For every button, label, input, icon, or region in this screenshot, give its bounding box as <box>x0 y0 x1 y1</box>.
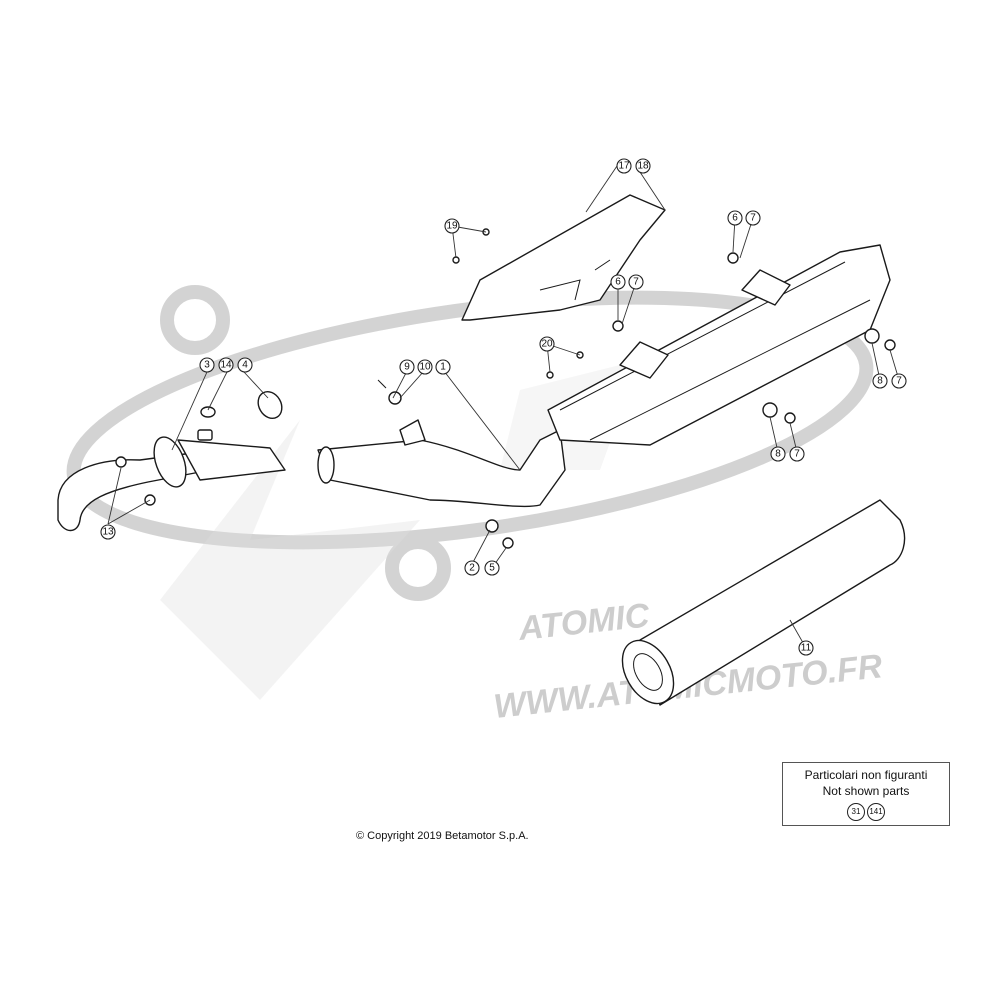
callout-7-right-number: 7 <box>896 376 902 387</box>
watermark-brand: ATOMIC <box>516 596 652 648</box>
callout-8-lower-number: 8 <box>775 449 781 460</box>
header-pipe <box>57 390 286 532</box>
callout-20-number: 20 <box>541 339 553 350</box>
callout-14: 14 <box>218 357 234 373</box>
callout-6-mid: 6 <box>610 274 626 290</box>
callout-1-number: 1 <box>440 362 446 373</box>
callout-17-number: 17 <box>618 161 630 172</box>
callout-8-lower: 8 <box>770 446 786 462</box>
callout-14-number: 14 <box>220 360 232 371</box>
callout-6-top-number: 6 <box>732 213 738 224</box>
callout-3: 3 <box>199 357 215 373</box>
callout-10: 10 <box>417 359 433 375</box>
callout-9-number: 9 <box>404 362 410 373</box>
callout-18-number: 18 <box>637 161 649 172</box>
callout-11-number: 11 <box>801 643 812 654</box>
callout-4: 4 <box>237 357 253 373</box>
callout-labels: 3 14 4 13 9 10 1 2 5 17 18 19 20 6 7 6 7… <box>100 158 907 656</box>
not-shown-parts-box: Particolari non figuranti Not shown part… <box>782 762 950 826</box>
callout-7-top: 7 <box>745 210 761 226</box>
callout-13: 13 <box>100 524 116 540</box>
not-shown-parts-english: Not shown parts <box>822 784 910 798</box>
callout-labels-number: 3 <box>204 360 210 371</box>
callout-11: 11 <box>798 640 814 656</box>
callout-8-right: 8 <box>872 373 888 389</box>
callout-7-top-number: 7 <box>750 213 756 224</box>
callout-19: 19 <box>444 218 460 234</box>
callout-8-right-number: 8 <box>877 376 883 387</box>
part-code-141: 141 <box>867 803 885 821</box>
callout-5-number: 5 <box>489 563 495 574</box>
callout-13-number: 13 <box>102 527 114 538</box>
not-shown-parts-italian: Particolari non figuranti <box>804 768 928 782</box>
callout-19-number: 19 <box>446 221 458 232</box>
callout-20: 20 <box>539 336 555 352</box>
copyright-notice: © Copyright 2019 Betamotor S.p.A. <box>356 830 529 842</box>
callout-17: 17 <box>616 158 632 174</box>
callout-9: 9 <box>399 359 415 375</box>
callout-5: 5 <box>484 560 500 576</box>
callout-7-mid-number: 7 <box>633 277 639 288</box>
callout-18: 18 <box>635 158 651 174</box>
callout-7-right: 7 <box>891 373 907 389</box>
callout-2: 2 <box>464 560 480 576</box>
callout-10-number: 10 <box>419 362 431 373</box>
part-code-31: 31 <box>847 803 865 821</box>
callout-4-number: 4 <box>242 360 248 371</box>
callout-2-number: 2 <box>469 563 475 574</box>
callout-7-lower: 7 <box>789 446 805 462</box>
callout-1: 1 <box>435 359 451 375</box>
callout-6-top: 6 <box>727 210 743 226</box>
callout-6-mid-number: 6 <box>615 277 621 288</box>
protective-sleeve <box>621 499 906 706</box>
mid-pipe <box>317 379 566 549</box>
silencer <box>547 244 896 446</box>
callout-7-lower-number: 7 <box>794 449 800 460</box>
callout-7-mid: 7 <box>628 274 644 290</box>
not-shown-parts-codes: 31 141 <box>783 803 949 821</box>
